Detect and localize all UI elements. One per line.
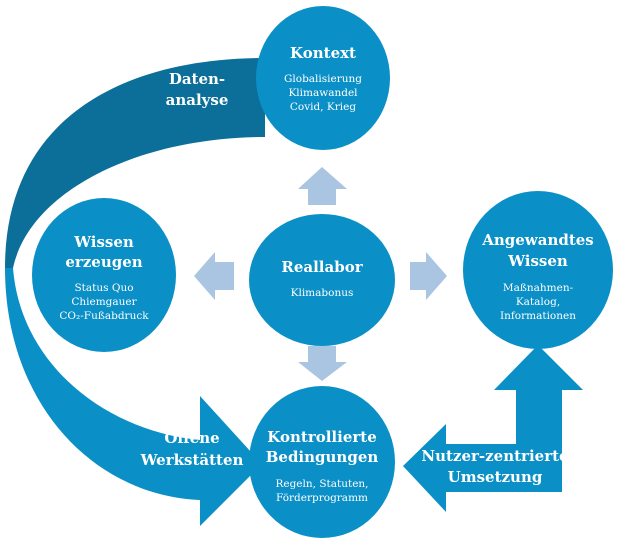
node-title: Kontrollierte xyxy=(267,428,376,446)
node-title: Wissen xyxy=(73,233,134,251)
arrow-right-icon xyxy=(410,252,447,300)
datenanalyse-arc xyxy=(5,58,265,268)
datenanalyse-label: Daten- xyxy=(169,70,225,88)
arrow-left-icon xyxy=(194,252,234,300)
node-kontext xyxy=(256,6,390,150)
node-title: Kontext xyxy=(290,44,356,62)
node-line: Chiemgauer xyxy=(71,296,137,308)
kontext-text: Kontext Globalisierung Klimawandel Covid… xyxy=(284,44,362,113)
node-line: Status Quo xyxy=(74,282,133,294)
nutzer-zentrierte-arrow xyxy=(403,345,583,512)
node-line: Globalisierung xyxy=(284,73,362,85)
offene-werkstaetten-arrow xyxy=(5,268,262,526)
node-title: Wissen xyxy=(507,252,568,270)
node-line: Katalog, xyxy=(516,296,560,308)
node-angewandtes-wissen xyxy=(463,191,613,349)
node-line: Informationen xyxy=(500,310,576,322)
node-reallabor xyxy=(249,214,395,346)
node-line: Regeln, Statuten, xyxy=(275,478,368,490)
node-line: Klimawandel xyxy=(288,87,358,99)
node-wissen-erzeugen xyxy=(32,198,176,352)
node-line: Förderprogramm xyxy=(276,492,368,504)
flow-labels: Daten- analyse Offene Werkstätten Nutzer… xyxy=(140,70,569,486)
datenanalyse-label: analyse xyxy=(166,91,229,109)
node-kontrollierte-bedingungen xyxy=(249,386,395,538)
nutzer-zentrierte-label: Nutzer-zentrierte xyxy=(421,447,568,465)
angewandt-text: Angewandtes Wissen Maßnahmen- Katalog, I… xyxy=(481,231,594,322)
offene-werkstaetten-label: Offene xyxy=(164,429,219,447)
node-title: Bedingungen xyxy=(266,448,379,466)
node-line: CO₂-Fußabdruck xyxy=(59,310,149,322)
node-title: Reallabor xyxy=(281,258,363,276)
node-title: Angewandtes xyxy=(481,231,594,249)
kontrolliert-text: Kontrollierte Bedingungen Regeln, Statut… xyxy=(266,428,379,504)
offene-werkstaetten-label: Werkstätten xyxy=(140,451,244,469)
nutzer-zentrierte-label: Umsetzung xyxy=(448,468,543,486)
node-line: Klimabonus xyxy=(291,287,354,299)
arrow-up-icon xyxy=(298,167,347,205)
node-title: erzeugen xyxy=(65,253,142,271)
wissen-text: Wissen erzeugen Status Quo Chiemgauer CO… xyxy=(59,233,149,322)
node-line: Covid, Krieg xyxy=(290,101,356,113)
arrow-down-icon xyxy=(298,346,347,381)
reallabor-text: Reallabor Klimabonus xyxy=(281,258,363,299)
node-line: Maßnahmen- xyxy=(503,282,574,294)
